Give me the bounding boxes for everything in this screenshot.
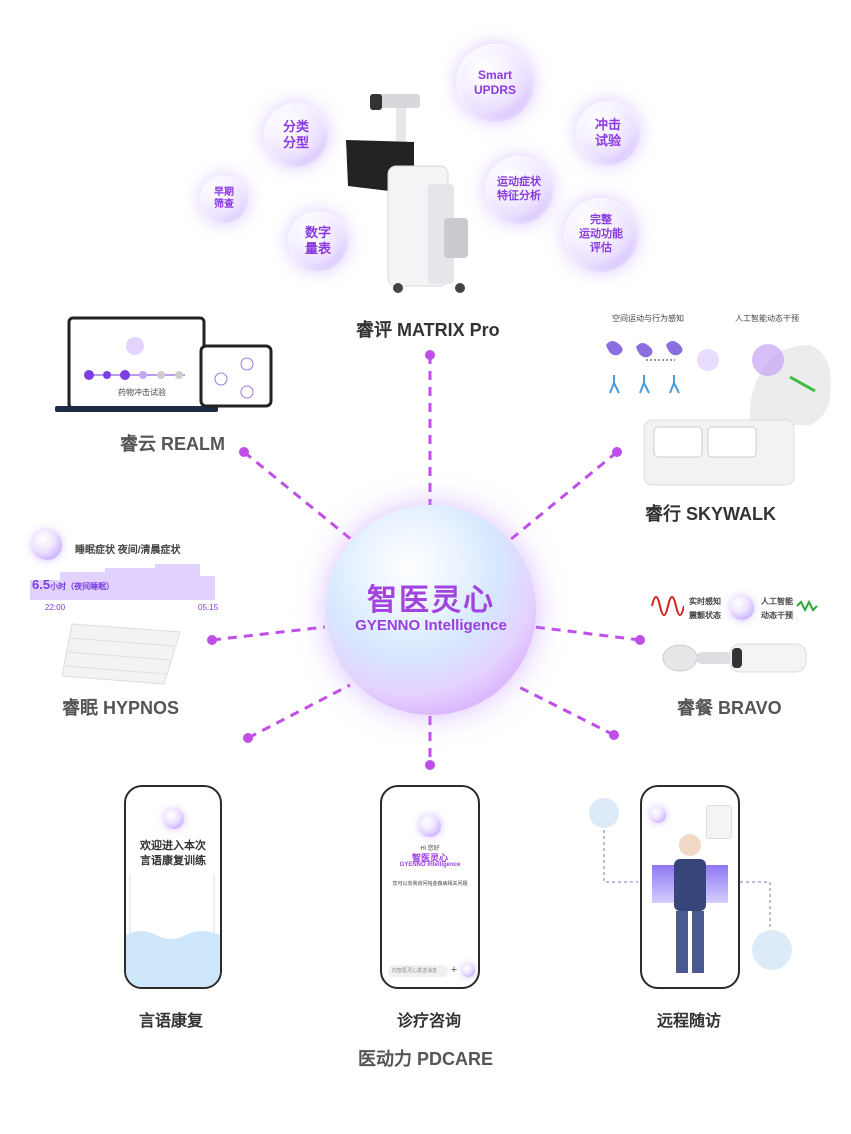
bubble-early-screening: 早期筛查 xyxy=(200,175,248,223)
consult-desc: 您可以向我询问帕金森病相关问题 xyxy=(392,881,468,887)
matrix-device-image xyxy=(346,94,468,293)
followup-connector xyxy=(603,830,771,930)
hypnos-symptoms: 睡眠症状 夜间/清晨症状 xyxy=(75,545,181,556)
realm-label: 睿云 REALM xyxy=(120,434,225,454)
consult-orb xyxy=(419,815,441,837)
followup-status-bar xyxy=(650,791,730,799)
followup-patient-figure xyxy=(674,834,706,973)
followup-doctor-avatar-circle xyxy=(752,930,792,970)
skywalk-illustration xyxy=(606,341,831,486)
hypnos-label: 睿眠 HYPNOS xyxy=(62,698,180,718)
hypnos-hours-value: 6.5 xyxy=(32,577,51,592)
hypnos-orb xyxy=(32,530,62,560)
hypnos-time-end: 05:15 xyxy=(198,603,219,612)
bravo-wave-icon-green xyxy=(796,600,818,612)
bravo-orb xyxy=(730,596,754,620)
skywalk-caption-right: 人工智能动态干预 xyxy=(735,314,799,323)
center-sphere: 智医灵心 GYENNO Intelligence xyxy=(326,505,536,715)
consult-status-bar xyxy=(390,791,470,799)
consult-send-orb[interactable] xyxy=(462,964,475,977)
hypnos-hours: 6.5小时（夜间睡眠） xyxy=(32,576,114,594)
bravo-right-text-2: 动态干预 xyxy=(761,611,793,620)
bubble-digital-scale: 数字量表 xyxy=(288,211,348,271)
followup-label: 远程随访 xyxy=(657,1013,722,1030)
bravo-left-text-1: 实时感知 xyxy=(689,597,721,606)
realm-screen-text: 药物冲击试验 xyxy=(118,388,166,397)
center-title: 智医灵心 xyxy=(367,584,495,617)
consult-subtitle: GYENNO Intelligence xyxy=(399,862,461,868)
skywalk-caption-left: 空间运动与行为感知 xyxy=(612,314,684,323)
speech-title-line2: 言语康复训练 xyxy=(140,855,206,867)
consult-label: 诊疗咨询 xyxy=(397,1013,462,1030)
consult-phone: Hi 您好 智医灵心 GYENNO Intelligence 您可以向我询问帕金… xyxy=(380,785,480,989)
consult-plus-icon[interactable]: + xyxy=(450,964,458,976)
bubble-impact-test: 冲击试验 xyxy=(576,101,640,165)
speech-phone: 欢迎进入本次 言语康复训练 xyxy=(124,785,222,989)
realm-devices-image xyxy=(55,316,273,412)
center-subtitle: GYENNO Intelligence xyxy=(355,617,507,634)
skywalk-label: 睿行 SKYWALK xyxy=(645,504,777,524)
hypnos-sleep-pad-image xyxy=(62,623,181,685)
bubble-complete-assessment: 完整运动功能评估 xyxy=(564,198,638,272)
bravo-left-text-2: 震颤状态 xyxy=(689,611,721,620)
speech-title-line1: 欢迎进入本次 xyxy=(140,840,206,852)
bravo-wave-icon xyxy=(651,596,684,616)
speech-wave-area xyxy=(126,875,220,987)
consult-title: 智医灵心 xyxy=(411,853,448,863)
bubble-motion-analysis: 运动症状特征分析 xyxy=(485,156,553,224)
speech-status-bar xyxy=(134,791,212,799)
consult-greeting: Hi 您好 xyxy=(420,846,440,852)
bravo-right-text-1: 人工智能 xyxy=(761,597,793,606)
bubble-classify: 分类分型 xyxy=(264,103,328,167)
bravo-spoon-image xyxy=(662,643,807,673)
consult-input[interactable]: 向智医灵心发送消息 xyxy=(388,965,448,977)
followup-phone xyxy=(640,785,740,989)
followup-patient-avatar xyxy=(589,798,619,828)
followup-orb xyxy=(650,807,666,823)
hypnos-sleep-chart xyxy=(30,564,215,600)
matrix-label: 睿评 MATRIX Pro xyxy=(356,320,500,340)
hypnos-time-start: 22:00 xyxy=(45,603,66,612)
hypnos-hours-unit: 小时（夜间睡眠） xyxy=(50,582,115,591)
bravo-label: 睿餐 BRAVO xyxy=(677,698,782,718)
speech-label: 言语康复 xyxy=(139,1013,204,1030)
followup-doctor-avatar xyxy=(706,805,732,839)
pdcare-label: 医动力 PDCARE xyxy=(358,1049,494,1069)
speech-orb xyxy=(164,809,184,829)
